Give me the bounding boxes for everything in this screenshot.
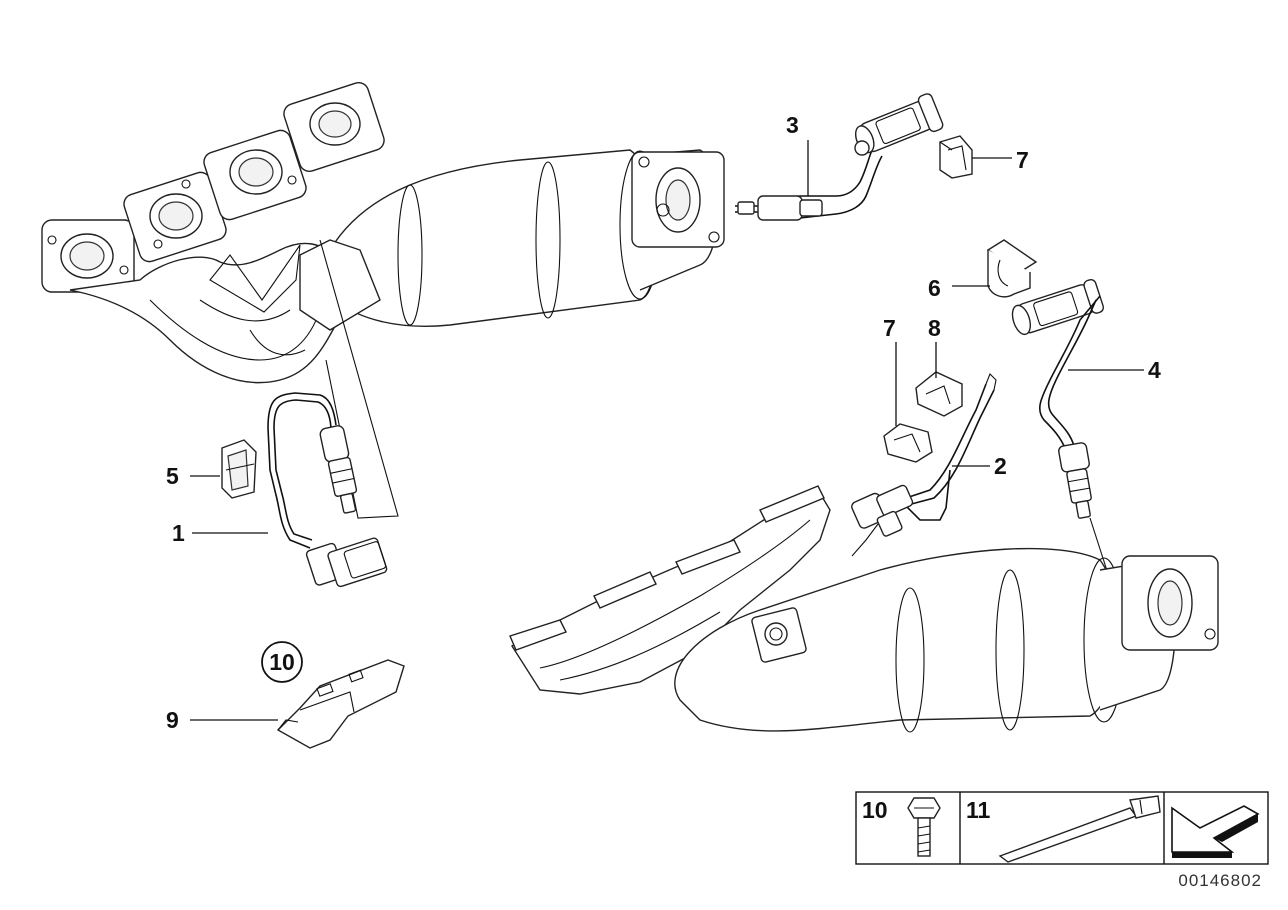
oxygen-sensor-1	[267, 392, 388, 588]
callout-10-circle: 10	[261, 641, 303, 683]
callout-8: 8	[928, 315, 941, 341]
upper-exhaust-manifold	[41, 82, 385, 384]
callout-10-circle-label: 10	[269, 649, 295, 675]
clip-7-lower	[883, 423, 933, 463]
leader-lines	[190, 140, 1144, 721]
clip-7-upper	[939, 135, 973, 179]
callout-4: 4	[1148, 357, 1161, 383]
callout-9: 9	[166, 707, 179, 733]
callout-6: 6	[928, 275, 941, 301]
callout-3: 3	[786, 112, 799, 138]
clip-8	[915, 371, 963, 417]
manifold-flange-1	[41, 219, 135, 293]
upper-catalytic-converter	[299, 149, 725, 519]
manifold-flange-2	[123, 171, 227, 263]
cable-tie-icon	[998, 795, 1161, 863]
callout-7-lower: 7	[883, 315, 896, 341]
orientation-arrow-icon	[1171, 805, 1260, 858]
lower-exhaust-manifold	[509, 485, 831, 695]
callout-7-upper: 7	[1016, 147, 1029, 173]
bolt-icon	[907, 797, 941, 857]
manifold-flange-3	[203, 129, 307, 221]
callout-2: 2	[994, 453, 1007, 479]
oxygen-sensor-2	[851, 373, 997, 557]
oxygen-sensor-3	[735, 93, 944, 221]
legend-cell-11-label: 11	[966, 797, 991, 823]
callout-5: 5	[166, 463, 179, 489]
bracket-9	[276, 659, 405, 749]
clip-5	[221, 439, 257, 499]
legend-table: 10 11	[855, 791, 1269, 865]
oxygen-sensor-4	[1011, 278, 1111, 581]
legend-cell-10-label: 10	[862, 797, 888, 823]
reference-number: 00146802	[1178, 871, 1262, 890]
lower-catalytic-converter	[674, 547, 1219, 733]
clip-6	[986, 239, 1038, 298]
manifold-flange-4	[283, 82, 385, 172]
callout-1: 1	[172, 520, 185, 546]
